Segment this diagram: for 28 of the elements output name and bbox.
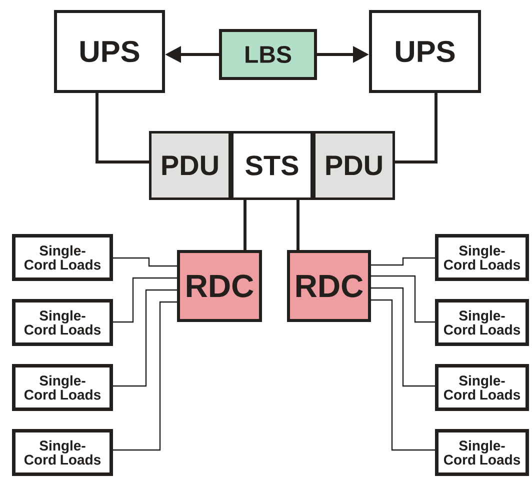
connector-line xyxy=(113,277,177,323)
connector-line xyxy=(296,200,300,250)
connector-line xyxy=(371,299,435,451)
connector-line xyxy=(113,289,177,387)
rdc-box: RDC xyxy=(287,250,371,322)
sts-box: STS xyxy=(231,131,313,200)
load-box: Single-Cord Loads xyxy=(12,429,113,476)
connector-line xyxy=(371,257,435,266)
load-box: Single-Cord Loads xyxy=(435,364,529,411)
load-box: Single-Cord Loads xyxy=(435,299,529,346)
ups-box: UPS xyxy=(54,10,165,93)
switch-box: LBS xyxy=(219,29,317,80)
pdu-box: PDU xyxy=(149,131,231,200)
connector-line xyxy=(371,287,435,387)
load-box: Single-Cord Loads xyxy=(12,234,113,281)
load-box: Single-Cord Loads xyxy=(435,429,529,476)
pdu-box: PDU xyxy=(313,131,395,200)
load-box: Single-Cord Loads xyxy=(12,364,113,411)
connector-line xyxy=(113,301,177,451)
connector-line xyxy=(244,200,246,250)
connector-line xyxy=(371,275,435,323)
connector-line xyxy=(395,93,438,164)
connector-line xyxy=(113,257,177,267)
load-box: Single-Cord Loads xyxy=(435,234,529,281)
rdc-box: RDC xyxy=(177,250,262,322)
connector-line xyxy=(96,93,149,164)
load-box: Single-Cord Loads xyxy=(12,299,113,346)
ups-box: UPS xyxy=(369,10,481,93)
